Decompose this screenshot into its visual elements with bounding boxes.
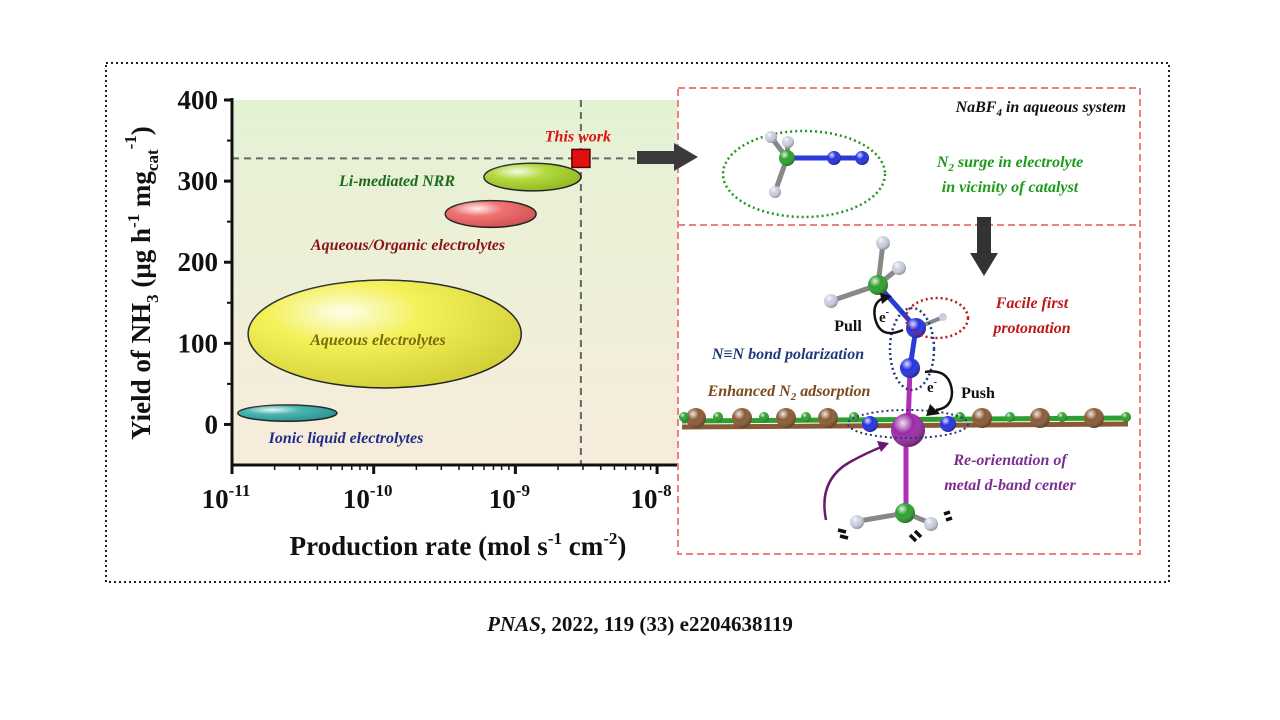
- y-tick-label: 400: [178, 85, 219, 115]
- boron-atom-shade: [759, 412, 769, 422]
- boron-atom-shade: [1057, 412, 1067, 422]
- reorient-line1: Re-orientation of: [952, 452, 1068, 469]
- boron-atom-shade: [955, 412, 965, 422]
- y-tick-label: 300: [178, 166, 219, 196]
- boron-atom-shade: [713, 412, 723, 422]
- region-label: Li-mediated NRR: [338, 173, 455, 190]
- boron-atom-shade: [801, 412, 811, 422]
- boron-atom-shade: [679, 412, 689, 422]
- citation-details: , 2022, 119 (33) e2204638119: [540, 612, 793, 636]
- nitrogen-sheet-atom-shade: [862, 416, 878, 432]
- region-label: Aqueous electrolytes: [309, 332, 446, 349]
- push-electron: e-: [927, 377, 937, 396]
- carbon-atom-shade: [776, 408, 796, 428]
- citation: PNAS, 2022, 119 (33) e2204638119: [0, 612, 1280, 637]
- x-axis-label: Production rate (mol s-1 cm-2): [290, 529, 627, 561]
- region-ellipse: [444, 199, 537, 229]
- mechanism-panel: NaBF4 in aqueous system N2 surge in elec…: [677, 87, 1141, 555]
- facile-line1: Facile first: [995, 295, 1069, 312]
- region-ellipse: [237, 404, 338, 422]
- y-axis-label: Yield of NH3 (μg h-1 mgcat-1): [121, 126, 162, 440]
- point-marker: [571, 148, 591, 169]
- point-label: This work: [545, 128, 611, 145]
- outer-frame: [105, 62, 1170, 583]
- y-tick-label: 100: [178, 328, 219, 358]
- reorient-arrow: [823, 444, 885, 521]
- citation-journal: PNAS: [487, 612, 541, 636]
- facile-line2: protonation: [991, 320, 1070, 337]
- nh3-n2-molecule: [765, 131, 869, 198]
- region-label: Ionic liquid electrolytes: [268, 430, 424, 447]
- catalyst-sheet: [679, 408, 1131, 432]
- boron-atom-shade: [849, 412, 859, 422]
- carbon-atom-shade: [1084, 408, 1104, 428]
- bottom-dash-marks: [837, 510, 953, 543]
- boron-atom-shade: [1005, 412, 1015, 422]
- carbon-atom-shade: [686, 408, 706, 428]
- y-tick-label: 0: [205, 409, 219, 439]
- region-ellipse: [483, 162, 582, 192]
- carbon-atom-shade: [1030, 408, 1050, 428]
- region-label: Aqueous/Organic electrolytes: [310, 237, 505, 254]
- nitrogen-sheet-atom-shade: [940, 416, 956, 432]
- push-arrow: [924, 370, 954, 412]
- x-tick-label: 10-11: [202, 481, 251, 514]
- x-tick-label: 10-10: [343, 481, 393, 514]
- adsorption-label: Enhanced N2 adsorption: [707, 383, 871, 403]
- polarization-ellipse: [888, 306, 936, 392]
- transition-arrow: [637, 143, 698, 171]
- pull-label: Pull: [834, 318, 862, 335]
- push-label: Push: [961, 385, 995, 402]
- protonation-ellipse: [904, 296, 970, 340]
- x-tick-label: 10-8: [630, 481, 671, 514]
- surge-text-line1: N2 surge in electrolyte: [936, 154, 1083, 174]
- down-arrow: [970, 217, 998, 276]
- x-tick-label: 10-9: [489, 481, 530, 514]
- carbon-atom-shade: [972, 408, 992, 428]
- adsorption-ellipse: [847, 409, 969, 439]
- boron-atom-shade: [1121, 412, 1131, 422]
- carbon-atom-shade: [818, 408, 838, 428]
- polarization-label: N≡N bond polarization: [711, 346, 864, 363]
- surge-ellipse: [721, 129, 887, 219]
- pull-electron: e-: [879, 307, 889, 326]
- h-atom-small: [939, 313, 947, 321]
- pull-arrow: [873, 296, 904, 335]
- surge-text-line2: in vicinity of catalyst: [942, 179, 1079, 196]
- top-title: NaBF4 in aqueous system: [955, 99, 1126, 119]
- y-tick-label: 200: [178, 247, 219, 277]
- carbon-atom-shade: [732, 408, 752, 428]
- reorient-line2: metal d-band center: [944, 477, 1076, 494]
